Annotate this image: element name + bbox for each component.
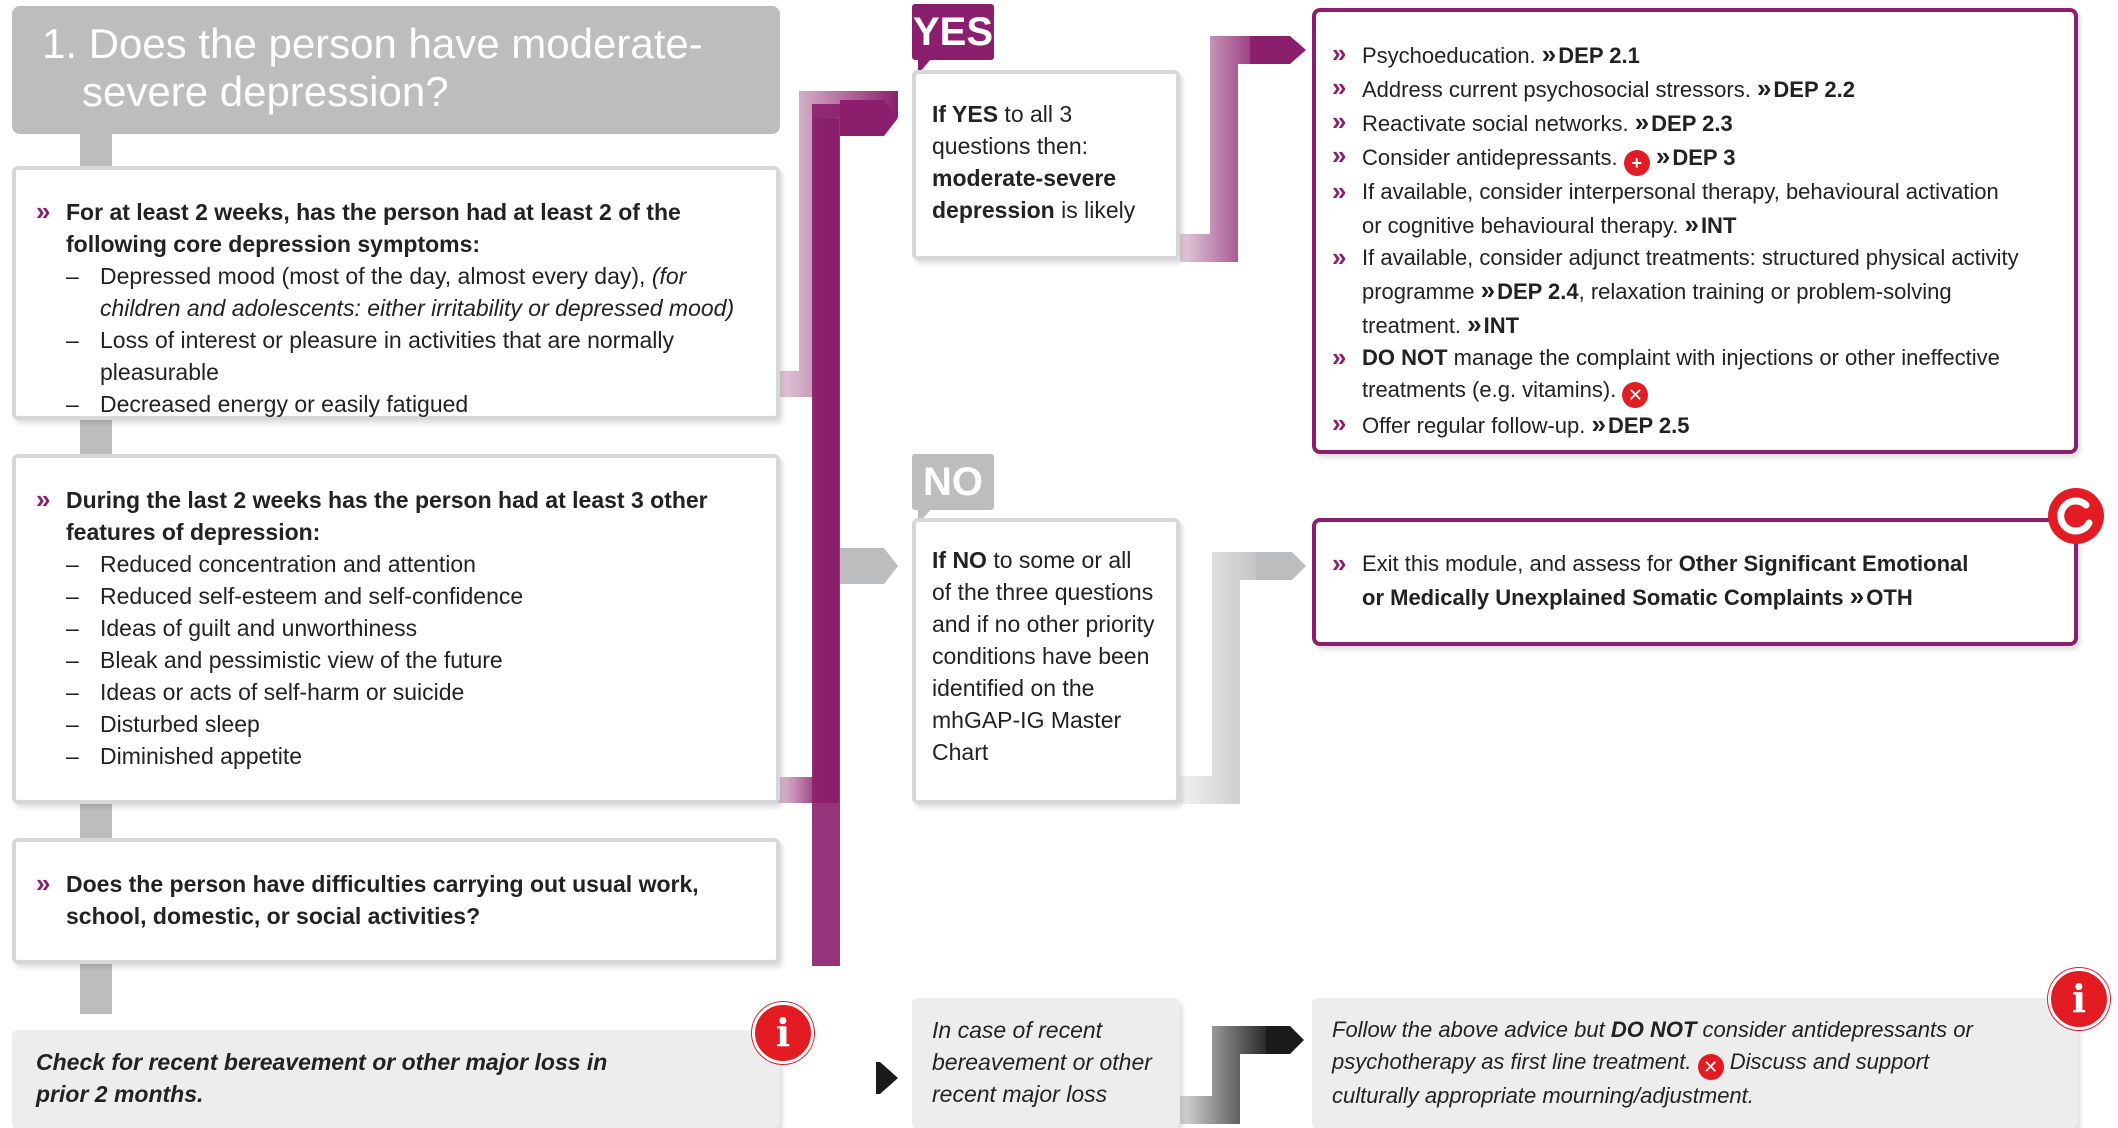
list-item: –Diminished appetite: [66, 743, 303, 769]
action-psychoeducation: »Psychoeducation. »DEP 2.1: [1332, 38, 1640, 69]
ref-link[interactable]: »OTH: [1849, 581, 1913, 611]
check-line-1: Check for recent bereavement or other ma…: [36, 1049, 608, 1075]
no-tag: NO: [912, 454, 994, 524]
list-item: –Depressed mood (most of the day, almost…: [66, 263, 735, 321]
action-social-networks: »Reactivate social networks. »DEP 2.3: [1332, 106, 1733, 137]
no-to-exit-connector: [1180, 552, 1270, 804]
bereavement-check-box: Check for recent bereavement or other ma…: [12, 1030, 780, 1128]
ref-link[interactable]: »DEP 2.3: [1634, 107, 1733, 137]
core-symptoms-box: » For at least 2 weeks, has the person h…: [12, 166, 780, 420]
q2-heading-1: During the last 2 weeks has the person h…: [66, 487, 708, 513]
ref-link[interactable]: »DEP 3: [1655, 141, 1736, 171]
no-box: If NO to some or all of the three questi…: [912, 518, 1180, 804]
exit-icon: [2048, 488, 2104, 544]
q2-feature-list: –Reduced concentration and attention –Re…: [36, 548, 758, 772]
ref-link[interactable]: »DEP 2.4: [1480, 275, 1579, 305]
question-title: 1. Does the person have moderate- severe…: [12, 6, 780, 134]
ref-link[interactable]: »DEP 2.2: [1756, 73, 1855, 103]
q3-heading-1: Does the person have difficulties carryi…: [66, 871, 699, 897]
follow-advice-box: Follow the above advice but DO NOT consi…: [1312, 998, 2078, 1128]
q1-heading-2: following core depression symptoms:: [66, 231, 481, 257]
list-item: –Loss of interest or pleasure in activit…: [66, 327, 674, 385]
ref-link[interactable]: »INT: [1467, 309, 1520, 339]
action-adjunct: »If available, consider adjunct treatmen…: [1332, 242, 2019, 339]
action-do-not: »DO NOT manage the complaint with inject…: [1332, 342, 2060, 408]
other-features-box: » During the last 2 weeks has the person…: [12, 454, 780, 804]
ref-link[interactable]: »DEP 2.1: [1541, 39, 1640, 69]
do-not-icon: ✕: [1622, 382, 1649, 408]
bereavement-case-box: In case of recent bereavement or other r…: [912, 998, 1180, 1128]
ref-link[interactable]: »DEP 2.5: [1591, 409, 1690, 439]
check-line-2: prior 2 months.: [36, 1081, 204, 1107]
list-item: –Ideas of guilt and unworthiness: [66, 615, 418, 641]
treatment-actions-box: »Psychoeducation. »DEP 2.1 »Address curr…: [1312, 8, 2078, 454]
list-item: –Reduced concentration and attention: [66, 551, 476, 577]
list-item: –Disturbed sleep: [66, 711, 260, 737]
q1-symptom-list: –Depressed mood (most of the day, almost…: [36, 260, 758, 420]
do-not-icon: ✕: [1697, 1054, 1724, 1080]
yes-to-actions-connector: [1180, 36, 1268, 262]
list-item: –Decreased energy or easily fatigued: [66, 391, 469, 417]
functioning-box: » Does the person have difficulties carr…: [12, 838, 780, 964]
exit-module-box: »Exit this module, and assess for Other …: [1312, 518, 2078, 646]
yes-box: If YES to all 3 questions then: moderate…: [912, 70, 1180, 260]
action-antidepressants: »Consider antidepressants. + »DEP 3: [1332, 140, 2060, 176]
q2-heading-2: features of depression:: [66, 519, 321, 545]
bullet-icon: »: [36, 484, 51, 514]
action-follow-up: »Offer regular follow-up. »DEP 2.5: [1332, 408, 1690, 439]
q3-heading-2: school, domestic, or social activities?: [66, 903, 481, 929]
q1-heading-1: For at least 2 weeks, has the person had…: [66, 199, 681, 225]
list-item: –Reduced self-esteem and self-confidence: [66, 583, 524, 609]
arrow-to-yes: [840, 100, 898, 136]
medication-icon: +: [1623, 150, 1650, 176]
bullet-icon: »: [36, 196, 51, 226]
action-stressors: »Address current psychosocial stressors.…: [1332, 72, 1855, 103]
action-therapy: »If available, consider interpersonal th…: [1332, 176, 1999, 239]
info-icon: i: [752, 1002, 814, 1064]
ref-link[interactable]: »INT: [1684, 209, 1737, 239]
title-line-1: 1. Does the person have moderate-: [42, 20, 703, 67]
info-icon: i: [2048, 968, 2110, 1030]
title-line-2: severe depression?: [82, 68, 449, 115]
list-item: –Ideas or acts of self-harm or suicide: [66, 679, 465, 705]
case-to-follow-arrow: [1180, 1026, 1274, 1124]
yes-tag: YES: [912, 4, 994, 74]
arrow-to-no: [840, 548, 898, 584]
bullet-icon: »: [36, 868, 51, 898]
list-item: –Bleak and pessimistic view of the futur…: [66, 647, 503, 673]
